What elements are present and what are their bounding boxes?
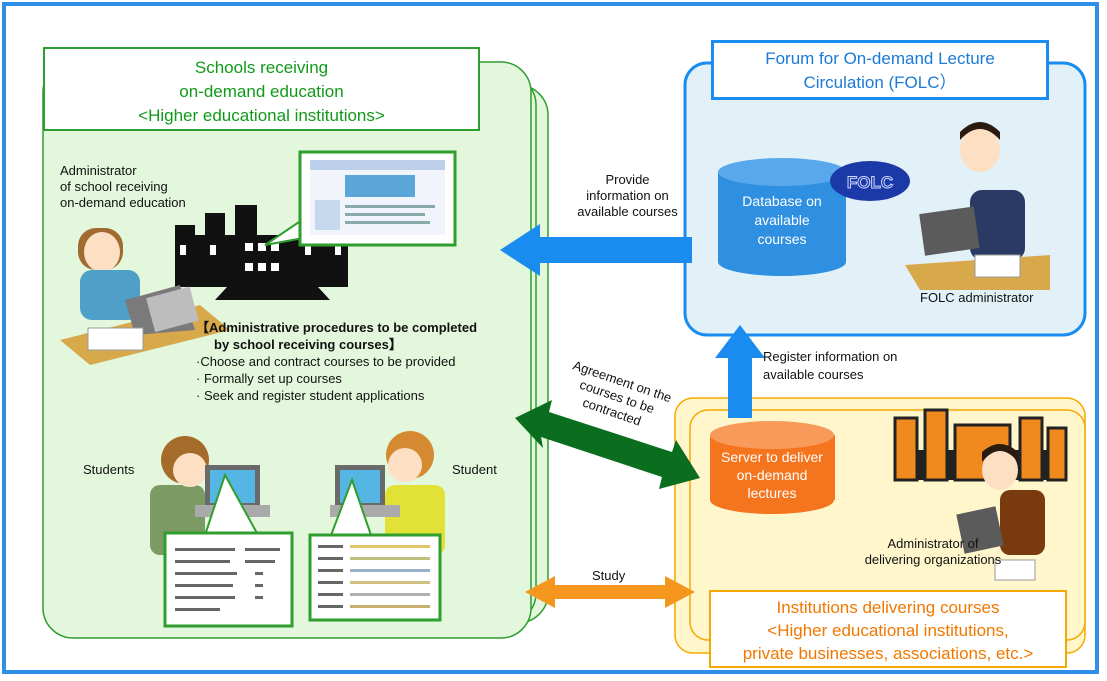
procedures-item-3: · Seek and register student applications	[196, 388, 425, 403]
admin-label-line2: of school receiving	[60, 179, 168, 194]
provide-line1: Provide	[605, 172, 650, 187]
students-screen-callout	[163, 531, 294, 628]
provide-info-label: Provide information on available courses	[560, 172, 695, 220]
procedures-heading-line1: 【Administrative procedures to be complet…	[196, 320, 478, 335]
delivering-admin-line2: delivering organizations	[864, 552, 1002, 567]
database-label-line1: Database on	[742, 193, 822, 209]
delivering-admin-line1: Administrator of	[887, 536, 979, 551]
folc-logo	[830, 161, 910, 201]
delivering-title-line3: private businesses, associations, etc.>	[742, 644, 1034, 663]
schools-title-line1: Schools receiving	[194, 58, 329, 77]
delivering-title-line2: <Higher educational institutions,	[767, 621, 1009, 640]
delivering-administrator-illustration	[956, 444, 1045, 581]
procedures-block: 【Administrative procedures to be complet…	[196, 319, 477, 404]
school-administrator-label: Administrator of school receiving on-dem…	[60, 163, 186, 211]
server-line1: Server to deliver	[721, 449, 823, 465]
database-label-line2: available	[754, 212, 810, 228]
schools-title-line2: on-demand education	[179, 82, 344, 101]
folc-title-line2: Circulation (FOLC）	[803, 73, 957, 92]
school-administrator-illustration	[60, 228, 230, 365]
register-info-label: Register information on available course…	[763, 348, 897, 384]
students-label: Students	[83, 462, 135, 477]
schools-title-box: Schools receiving on-demand education <H…	[43, 47, 480, 131]
folc-title-line1: Forum for On-demand Lecture	[765, 49, 995, 68]
folc-administrator-illustration	[905, 122, 1050, 290]
server-line3: lectures	[747, 485, 797, 501]
folc-title-box: Forum for On-demand Lecture Circulation …	[711, 40, 1049, 100]
procedures-item-2: · Formally set up courses	[196, 371, 342, 386]
delivering-administrator-label: Administrator of delivering organization…	[858, 536, 1008, 568]
student-label: Student	[452, 462, 497, 477]
register-line1: Register information on	[763, 349, 898, 364]
study-label: Study	[592, 568, 626, 583]
procedures-heading-line2: by school receiving courses】	[214, 337, 402, 352]
folc-logo-text: FOLC	[847, 173, 893, 192]
procedures-item-1: ·Choose and contract courses to be provi…	[196, 354, 456, 369]
agreement-arrow	[515, 400, 700, 489]
study-arrow	[525, 576, 695, 608]
folc-administrator-label: FOLC administrator	[920, 290, 1034, 305]
database-label-line3: courses	[757, 231, 807, 247]
delivering-building-icon	[893, 408, 1068, 482]
school-building-icon	[175, 205, 348, 300]
register-line2: available courses	[763, 367, 864, 382]
provide-line3: available courses	[577, 204, 678, 219]
server-cylinder	[710, 421, 835, 514]
server-line2: on-demand	[736, 467, 808, 483]
provide-line2: information on	[586, 188, 669, 203]
delivering-title-box: Institutions delivering courses <Higher …	[709, 590, 1067, 668]
admin-label-line3: on-demand education	[60, 195, 186, 210]
database-label: Database on available courses	[722, 192, 842, 249]
delivering-title-line1: Institutions delivering courses	[776, 598, 1000, 617]
database-cylinder	[718, 158, 846, 276]
outer-frame	[2, 2, 1099, 674]
schools-title-line3: <Higher educational institutions>	[138, 106, 385, 125]
register-arrow	[715, 325, 765, 418]
server-label: Server to deliver on-demand lectures	[712, 448, 832, 502]
admin-label-line1: Administrator	[60, 163, 137, 178]
provide-arrow	[500, 224, 692, 276]
